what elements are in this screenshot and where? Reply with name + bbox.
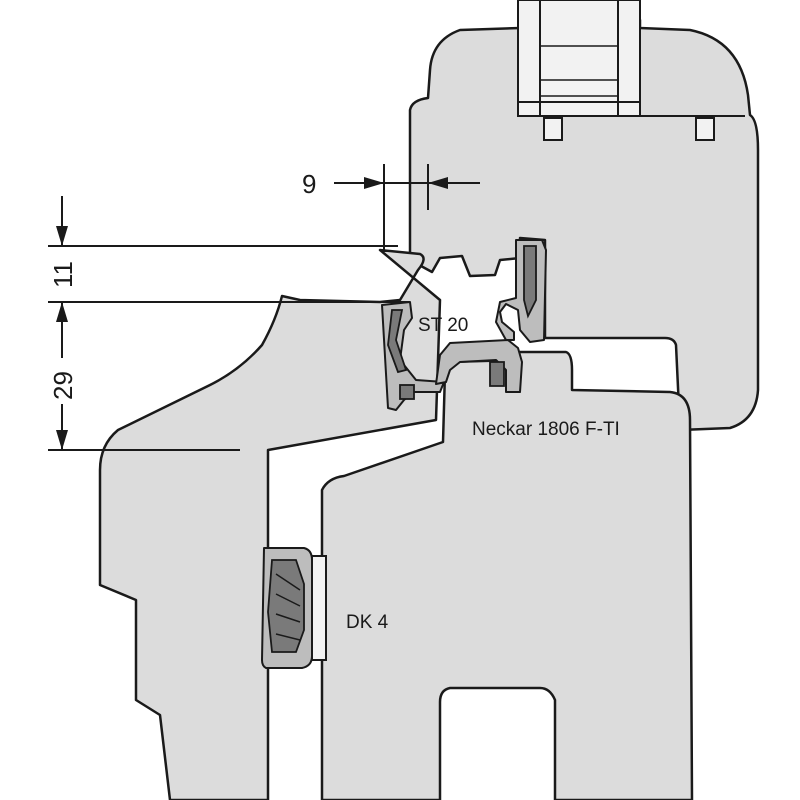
sash-timber bbox=[408, 18, 760, 432]
dim9-arrow-right bbox=[428, 177, 448, 189]
glazing-block-right bbox=[695, 117, 715, 141]
glazing-block-left bbox=[543, 117, 563, 141]
dim29-arrow-top bbox=[56, 302, 68, 322]
label-neckar: Neckar 1806 F-TI bbox=[472, 419, 620, 440]
frame-inner-block bbox=[320, 350, 694, 800]
dim9-arrow-left bbox=[364, 177, 384, 189]
label-dk4: DK 4 bbox=[346, 612, 389, 633]
dim29-label: 29 bbox=[48, 371, 78, 400]
dim11-arrow bbox=[56, 226, 68, 246]
dim9-label: 9 bbox=[302, 169, 316, 199]
frame-timber bbox=[98, 248, 442, 800]
dk4-seal-flange bbox=[311, 555, 327, 661]
label-st20: ST 20 bbox=[418, 315, 468, 336]
glazing-unit bbox=[517, 0, 641, 117]
neckar-fitting-profile bbox=[435, 339, 523, 393]
dim11-label: 11 bbox=[48, 261, 78, 288]
dim29-arrow-bottom bbox=[56, 430, 68, 450]
